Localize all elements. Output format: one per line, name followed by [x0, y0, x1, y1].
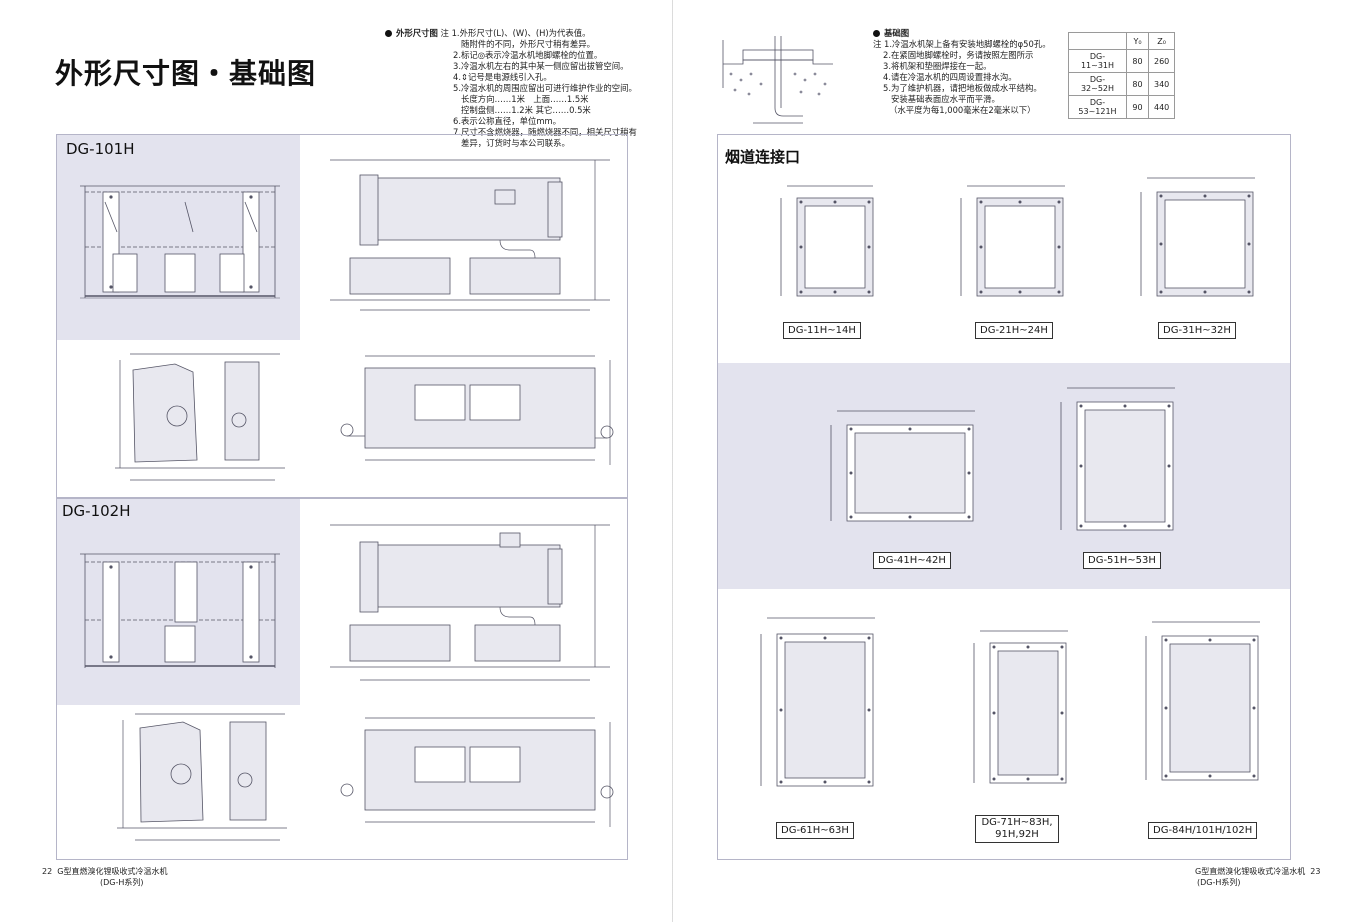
- bullet-icon: [385, 29, 392, 37]
- right-footer: G型直燃溴化锂吸收式冷温水机 23 (DG-H系列): [1195, 866, 1320, 888]
- table-cell: DG-32~52H: [1068, 72, 1127, 96]
- note-line: 安装基础表面应水平而平滑。: [891, 94, 1000, 104]
- table-header-row: Y₀ Z₀: [1068, 32, 1176, 50]
- table-cell: 80: [1126, 49, 1149, 73]
- dg102h-front-elevation: [75, 710, 290, 850]
- flue-flange-dg21: [953, 180, 1073, 308]
- note-line: 7.尺寸不含燃烧器，随燃烧器不同，相关尺寸稍有: [453, 127, 637, 137]
- page-number: 22: [42, 867, 53, 876]
- flue-caption: DG-41H~42H: [873, 552, 951, 569]
- note-line: 6.表示公称直径，单位mm。: [453, 116, 562, 126]
- flue-flange-dg31: [1133, 172, 1263, 308]
- notes-header: 外形尺寸图: [396, 28, 438, 38]
- footer-product: G型直燃溴化锂吸收式冷温水机: [57, 867, 168, 876]
- table-cell: 440: [1147, 95, 1176, 119]
- flue-flange-dg41: [823, 405, 983, 533]
- flue-title: 烟道连接口: [725, 148, 801, 166]
- flue-flange-dg11: [773, 180, 883, 308]
- flue-shade-band: [718, 363, 1290, 589]
- table-cell: 260: [1147, 49, 1176, 73]
- dg101h-panel: [56, 134, 628, 498]
- note-line: 注 1.冷温水机架上备有安装地脚螺栓的φ50孔。: [873, 39, 1051, 49]
- table-cell: 80: [1126, 72, 1149, 96]
- flue-caption: DG-21H~24H: [975, 322, 1053, 339]
- flue-flange-dg51: [1053, 382, 1183, 542]
- table-cell: 340: [1147, 72, 1176, 96]
- foundation-header: 基础图: [884, 28, 910, 38]
- table-header-cell: [1068, 32, 1127, 50]
- notes-row-0: 外形尺寸图 注 1.外形尺寸(L)、(W)、(H)为代表值。: [385, 28, 637, 39]
- dg101h-top-plan: [335, 350, 620, 485]
- note-line: 2.标记◎表示冷温水机地脚螺栓的位置。: [453, 50, 603, 60]
- right-page: 基础图 注 1.冷温水机架上备有安装地脚螺栓的φ50孔。 2.在紧固地脚螺栓时，…: [673, 0, 1345, 922]
- note-line: 控制盘侧……1.2米 其它……0.5米: [461, 105, 591, 115]
- flue-caption: DG-31H~32H: [1158, 322, 1236, 339]
- model-label-dg102h: DG-102H: [62, 502, 131, 520]
- footer-series: (DG-H系列): [100, 878, 144, 887]
- table-row: DG-11~31H 80 260: [1068, 49, 1176, 73]
- flue-caption: DG-61H~63H: [776, 822, 854, 839]
- page-number: 23: [1310, 867, 1321, 876]
- model-label-dg101h: DG-101H: [66, 140, 135, 158]
- page-title: 外形尺寸图・基础图: [55, 57, 317, 90]
- dg101h-front-elevation: [75, 350, 290, 490]
- dg102h-panel: [56, 498, 628, 860]
- note-line: 5.为了维护机器，请把地板做成水平结构。: [883, 83, 1042, 93]
- table-row: DG-53~121H 90 440: [1068, 95, 1176, 119]
- flue-flange-dg84: [1138, 616, 1268, 792]
- table-cell: 90: [1126, 95, 1149, 119]
- left-page: 外形尺寸图・基础图 外形尺寸图 注 1.外形尺寸(L)、(W)、(H)为代表值。…: [0, 0, 672, 922]
- foundation-table: Y₀ Z₀ DG-11~31H 80 260 DG-32~52H 80 340 …: [1068, 32, 1176, 119]
- note-line: 随附件的不同，外形尺寸稍有差异。: [461, 39, 595, 49]
- dg102h-side-elevation: [330, 515, 620, 695]
- flue-flange-dg71: [966, 625, 1076, 795]
- note-line: 注 1.外形尺寸(L)、(W)、(H)为代表值。: [440, 28, 591, 38]
- note-line: 5.冷温水机的周围应留出可进行维护作业的空间。: [453, 83, 637, 93]
- dg101h-foundation-plan: [75, 172, 285, 322]
- footer-series: (DG-H系列): [1197, 878, 1241, 887]
- left-footer: 22 G型直燃溴化锂吸收式冷温水机 (DG-H系列): [42, 866, 167, 888]
- footer-product: G型直燃溴化锂吸收式冷温水机: [1195, 867, 1306, 876]
- note-line: 4.请在冷温水机的四周设置排水沟。: [883, 72, 1017, 82]
- note-line: 长度方向……1米 上面……1.5米: [461, 94, 589, 104]
- note-line: （水平度为每1,000毫米在2毫米以下）: [889, 105, 1036, 115]
- flue-caption: DG-71H~83H,91H,92H: [975, 815, 1059, 843]
- foundation-notes: 基础图 注 1.冷温水机架上备有安装地脚螺栓的φ50孔。 2.在紧固地脚螺栓时，…: [873, 28, 1051, 116]
- foundation-header-row: 基础图: [873, 28, 1051, 39]
- table-header-cell: Y₀: [1126, 32, 1149, 50]
- note-line: 4.⇕记号是电源线引入孔。: [453, 72, 552, 82]
- flue-caption: DG-84H/101H/102H: [1148, 822, 1258, 839]
- dg101h-side-elevation: [330, 150, 620, 330]
- note-line: 2.在紧固地脚螺栓时，务请按照左图所示: [883, 50, 1034, 60]
- dg102h-top-plan: [335, 712, 620, 847]
- note-line: 3.冷温水机左右的其中某一侧应留出拔管空间。: [453, 61, 629, 71]
- flue-caption: DG-11H~14H: [783, 322, 861, 339]
- dg102h-foundation-plan: [75, 540, 285, 690]
- flue-flange-dg61: [753, 612, 883, 798]
- table-row: DG-32~52H 80 340: [1068, 72, 1176, 96]
- table-header-cell: Z₀: [1147, 32, 1176, 50]
- dg101h-foundation-shade: [57, 135, 300, 340]
- table-cell: DG-11~31H: [1068, 49, 1127, 73]
- book-spine: [671, 0, 674, 922]
- note-line: 差异，订货时与本公司联系。: [461, 138, 570, 148]
- flue-caption: DG-51H~53H: [1083, 552, 1161, 569]
- dimension-notes: 外形尺寸图 注 1.外形尺寸(L)、(W)、(H)为代表值。 随附件的不同，外形…: [385, 28, 637, 149]
- bullet-icon: [873, 29, 880, 37]
- anchor-bolt-detail: [713, 28, 843, 128]
- note-line: 3.将机架和垫圈焊接在一起。: [883, 61, 992, 71]
- flue-panel: [717, 134, 1291, 860]
- table-cell: DG-53~121H: [1068, 95, 1127, 119]
